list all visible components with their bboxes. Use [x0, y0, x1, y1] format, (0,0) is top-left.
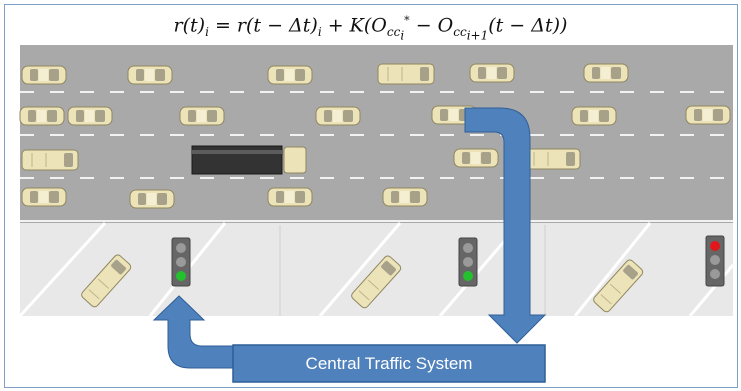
control-formula: r(t)i = r(t − Δt)i + K(Occi* − Occi+1(t … [0, 14, 741, 43]
formula-sub-cc2: cc [453, 25, 467, 40]
formula-tail: (t − Δt)) [488, 14, 568, 37]
formula-lhs: r(t) [173, 14, 206, 37]
formula-eq: = r(t − Δt) [208, 14, 318, 37]
ramp-dividers [279, 225, 546, 316]
system-to-signal-arrow [152, 295, 236, 369]
formula-sub-cc: cc [386, 25, 401, 40]
traffic-signal-2 [458, 237, 478, 287]
central-traffic-system-label: Central Traffic System [305, 354, 473, 373]
central-traffic-system-box [232, 344, 546, 383]
detector-to-system-arrow [464, 107, 547, 344]
formula-sub-i-plus-1: i+1 [466, 28, 489, 43]
formula-sub-i3: i [400, 28, 405, 43]
traffic-signal-3 [705, 235, 725, 287]
truck [191, 145, 307, 175]
formula-plus-k: + K(O [321, 14, 387, 37]
formula-sub-i2: i [317, 25, 322, 40]
formula-minus: − O [409, 14, 454, 37]
formula-sub-i: i [205, 25, 209, 40]
formula-star: * [404, 14, 410, 27]
traffic-signal-1 [171, 237, 191, 287]
